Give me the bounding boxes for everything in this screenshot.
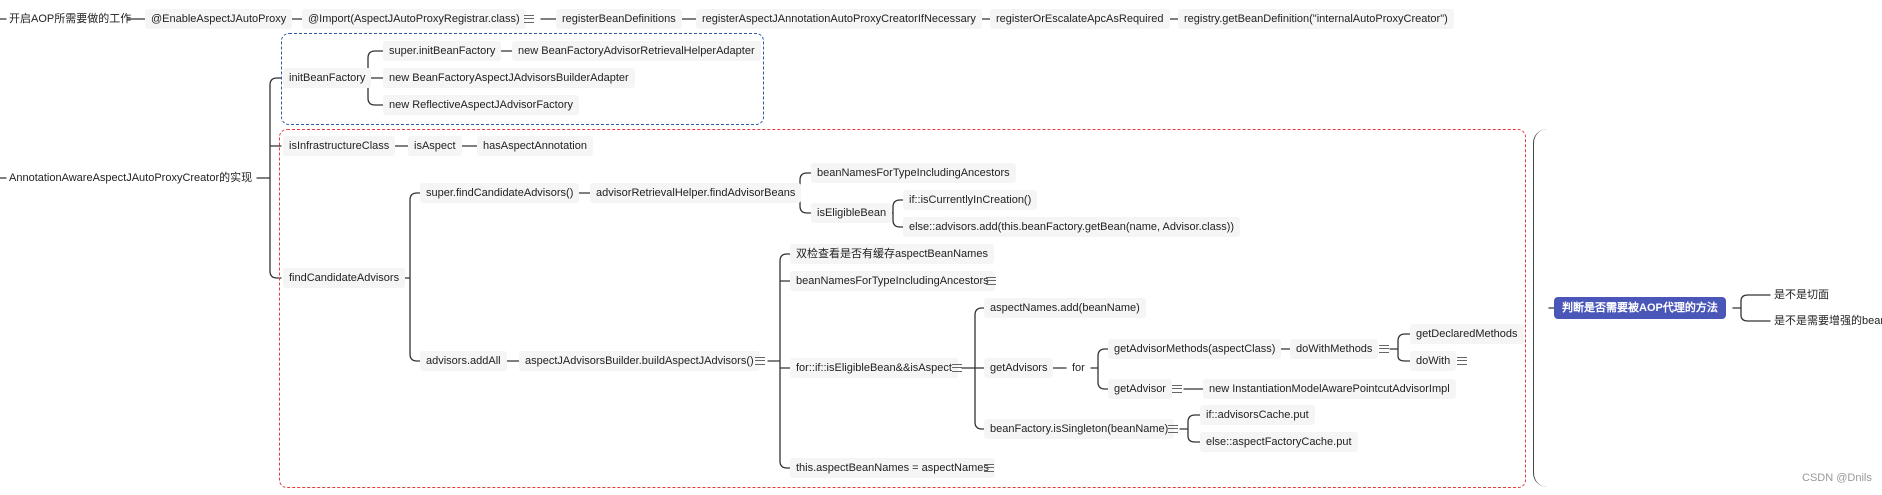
node-advisors-builder-adapter[interactable]: new BeanFactoryAspectJAdvisorsBuilderAda… [383, 68, 635, 88]
note-icon[interactable] [1172, 385, 1182, 393]
note-icon[interactable] [952, 364, 962, 372]
node-new-instantiation-advisor[interactable]: new InstantiationModelAwarePointcutAdvis… [1203, 379, 1456, 399]
link-do-with-methods [1389, 333, 1411, 362]
node-for[interactable]: for [1072, 362, 1085, 374]
node-this-aspect-bean-names[interactable]: this.aspectBeanNames = aspectNames [790, 458, 995, 478]
node-bean-names-for-type-2[interactable]: beanNamesForTypeIncludingAncestors [790, 271, 995, 291]
link-for [1090, 348, 1109, 390]
link-find [401, 192, 421, 362]
node-has-aspect-annotation[interactable]: hasAspectAnnotation [477, 136, 593, 156]
node-get-declared-methods[interactable]: getDeclaredMethods [1410, 324, 1524, 344]
node-is-pointcut[interactable]: 是不是切面 [1774, 289, 1829, 301]
link-build [767, 253, 791, 469]
node-import-registrar[interactable]: @Import(AspectJAutoProxyRegistrar.class) [302, 9, 526, 29]
note-icon[interactable] [1457, 357, 1467, 365]
node-do-with-methods[interactable]: doWithMethods [1290, 339, 1379, 359]
node-bean-names-for-type[interactable]: beanNamesForTypeIncludingAncestors [811, 163, 1016, 183]
node-get-advisor-methods[interactable]: getAdvisorMethods(aspectClass) [1108, 339, 1282, 359]
note-icon[interactable] [1168, 425, 1178, 433]
node-init-bean-factory[interactable]: initBeanFactory [283, 68, 372, 88]
link-impl-trunk [256, 77, 282, 279]
link-singleton [1179, 414, 1201, 443]
node-do-with[interactable]: doWith [1410, 351, 1457, 371]
node-if-advisors-cache-put[interactable]: if::advisorsCache.put [1200, 405, 1315, 425]
node-is-infrastructure-class[interactable]: isInfrastructureClass [283, 136, 396, 156]
note-icon[interactable] [984, 464, 994, 472]
node-register-bean-definitions[interactable]: registerBeanDefinitions [556, 9, 682, 29]
node-aop-setup-work[interactable]: 开启AOP所需要做的工作 [9, 13, 132, 25]
note-icon[interactable] [755, 357, 765, 365]
watermark-text: CSDN @Dnils [1802, 472, 1872, 484]
init-bean-factory-group [281, 33, 764, 125]
node-find-candidate-advisors[interactable]: findCandidateAdvisors [283, 268, 406, 288]
node-super-find-candidate[interactable]: super.findCandidateAdvisors() [420, 183, 580, 203]
note-icon[interactable] [524, 15, 534, 23]
node-register-aspectj-creator[interactable]: registerAspectJAnnotationAutoProxyCreato… [696, 9, 982, 29]
node-is-singleton[interactable]: beanFactory.isSingleton(beanName) [984, 419, 1175, 439]
node-enable-aspectj-autoproxy[interactable]: @EnableAspectJAutoProxy [145, 9, 293, 29]
node-impl-root[interactable]: AnnotationAwareAspectJAutoProxyCreator的实… [9, 172, 253, 184]
node-find-advisor-beans[interactable]: advisorRetrievalHelper.findAdvisorBeans [590, 183, 802, 203]
link-find-beans [792, 172, 812, 214]
summary-brace [1533, 129, 1549, 487]
node-double-check-cache[interactable]: 双检查看是否有缓存aspectBeanNames [790, 244, 994, 264]
node-reflective-advisor-factory[interactable]: new ReflectiveAspectJAdvisorFactory [383, 95, 580, 115]
aop-proxy-decision-group [279, 129, 1526, 488]
node-register-or-escalate[interactable]: registerOrEscalateApcAsRequired [990, 9, 1170, 29]
link-summary [1732, 294, 1771, 322]
node-super-init-bean-factory[interactable]: super.initBeanFactory [383, 41, 502, 61]
link-for-if [961, 307, 985, 430]
node-aspect-names-add[interactable]: aspectNames.add(beanName) [984, 298, 1146, 318]
node-else-factory-cache-put[interactable]: else::aspectFactoryCache.put [1200, 432, 1358, 452]
node-build-aspectj-advisors[interactable]: aspectJAdvisorsBuilder.buildAspectJAdvis… [519, 351, 760, 371]
node-aop-proxy-decision-method[interactable]: 判断是否需要被AOP代理的方法 [1554, 297, 1726, 319]
note-icon[interactable] [1379, 345, 1389, 353]
node-get-advisors[interactable]: getAdvisors [984, 358, 1054, 378]
node-is-eligible-bean[interactable]: isEligibleBean [811, 203, 893, 223]
node-get-advisor[interactable]: getAdvisor [1108, 379, 1172, 399]
node-else-advisors-add[interactable]: else::advisors.add(this.beanFactory.getB… [903, 217, 1241, 237]
node-get-bean-definition[interactable]: registry.getBeanDefinition("internalAuto… [1178, 9, 1454, 29]
node-need-enhance-bean[interactable]: 是不是需要增强的bean [1774, 315, 1882, 327]
node-for-if-eligible-aspect[interactable]: for::if::isEligibleBean&&isAspect [790, 358, 958, 378]
note-icon[interactable] [986, 277, 996, 285]
node-advisors-add-all[interactable]: advisors.addAll [420, 351, 507, 371]
link-eligible [887, 199, 904, 228]
node-retrieval-helper-adapter[interactable]: new BeanFactoryAdvisorRetrievalHelperAda… [512, 41, 761, 61]
node-if-currently-in-creation[interactable]: if::isCurrentlyInCreation() [903, 190, 1038, 210]
node-is-aspect[interactable]: isAspect [408, 136, 462, 156]
